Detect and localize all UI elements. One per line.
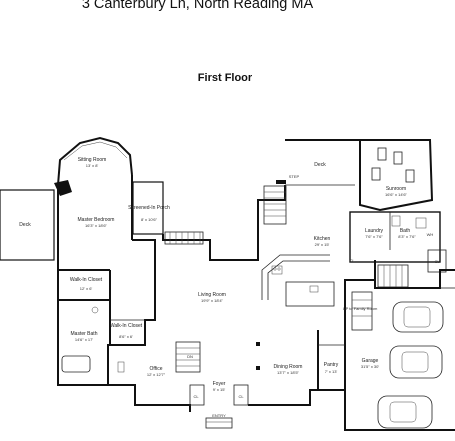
garage	[344, 269, 455, 431]
entry-label: ENTRY	[212, 413, 226, 418]
car-icon	[377, 395, 433, 429]
sitting-room-label: Sitting Room	[78, 157, 107, 163]
kitchen-label: Kitchen	[314, 236, 331, 242]
walk-in-closet-1-dims: 12' x 6'	[80, 286, 93, 291]
closet-label-3: CL	[434, 259, 440, 264]
sitting-room-dims: 13' x 8'	[86, 163, 99, 168]
kitchen-counter	[261, 254, 330, 300]
rear-steps	[164, 231, 204, 245]
pantry-label: Pantry	[324, 362, 339, 368]
dining-room-dims: 13'7" x 18'5"	[277, 370, 300, 375]
kitchen-island	[285, 281, 335, 307]
floor-title: First Floor	[197, 72, 253, 84]
living-room-label: Living Room	[198, 292, 226, 298]
master-bedroom-dims: 16'3" x 18'6"	[85, 223, 108, 228]
living-room-dims: 19'9" x 18'4"	[201, 298, 224, 303]
master-bath-label: Master Bath	[71, 331, 98, 337]
laundry-dims: 7'6" x 7'6"	[365, 234, 383, 239]
foyer-closets	[189, 384, 249, 406]
foyer-dims: 9' x 15'	[213, 387, 226, 392]
sitting-room	[57, 136, 133, 186]
sunroom	[359, 139, 434, 212]
deck-left	[0, 189, 55, 261]
sunroom-dims: 16'6" x 14'6"	[385, 192, 408, 197]
pantry-dims: 7' x 13'	[325, 369, 338, 374]
closet-label-4: CL	[349, 258, 355, 263]
up-family-room-label: UP to Family Room	[343, 306, 378, 311]
entry-step	[205, 417, 233, 429]
closet-right	[427, 249, 447, 273]
down-label: DN	[187, 354, 193, 359]
walk-in-closet-1-label: Walk-In Closet	[70, 277, 103, 283]
address-title: 3 Canterbury Ln, North Reading MA	[81, 0, 314, 12]
column-icon	[256, 366, 260, 370]
cooktop-icon	[271, 265, 283, 275]
master-bath-dims: 14'6" x 17'	[75, 337, 94, 342]
walk-in-closet-2-dims: 8'6" x 6'	[119, 334, 133, 339]
kitchen-dims: 29' x 15'	[315, 242, 330, 247]
column-icon	[256, 342, 260, 346]
master-bath-fixtures	[61, 306, 125, 373]
walk-in-closet-2-label: Walk-In Closet	[110, 323, 143, 329]
water-heater-label: WH	[427, 232, 434, 237]
pantry	[317, 330, 345, 390]
car-icon	[389, 345, 443, 379]
step-label: STEP	[289, 174, 300, 179]
laundry-label: Laundry	[365, 228, 384, 234]
master-bedroom-label: Master Bedroom	[78, 217, 115, 223]
car-icon	[392, 301, 444, 333]
fireplace-icon	[54, 180, 72, 196]
garage-dims: 31'5" x 30'	[361, 364, 380, 369]
deck-top-label: Deck	[314, 162, 326, 168]
closet-label-1: CL	[193, 394, 199, 399]
screened-porch-label: Screened-In Porch	[128, 205, 170, 211]
bath-label: Bath	[400, 228, 411, 234]
garage-label: Garage	[362, 358, 379, 364]
office-label: Office	[150, 366, 163, 372]
main-walls	[57, 185, 376, 412]
screened-porch	[132, 181, 164, 235]
foyer-stairs	[175, 341, 201, 373]
screened-porch-dims: 8' x 10'6"	[141, 217, 158, 222]
laundry-bath-block	[349, 211, 441, 263]
closet-label-2: CL	[238, 394, 244, 399]
office-dims: 12' x 12'7"	[147, 372, 166, 377]
foyer-label: Foyer	[213, 381, 226, 387]
family-room-stairs	[351, 291, 373, 331]
back-stairs	[377, 264, 409, 288]
dining-room-label: Dining Room	[274, 364, 303, 370]
sunroom-label: Sunroom	[386, 186, 406, 192]
deck-stairs	[263, 185, 287, 225]
deck-left-label: Deck	[19, 222, 31, 228]
bath-dims: 8'3" x 7'6"	[398, 234, 416, 239]
